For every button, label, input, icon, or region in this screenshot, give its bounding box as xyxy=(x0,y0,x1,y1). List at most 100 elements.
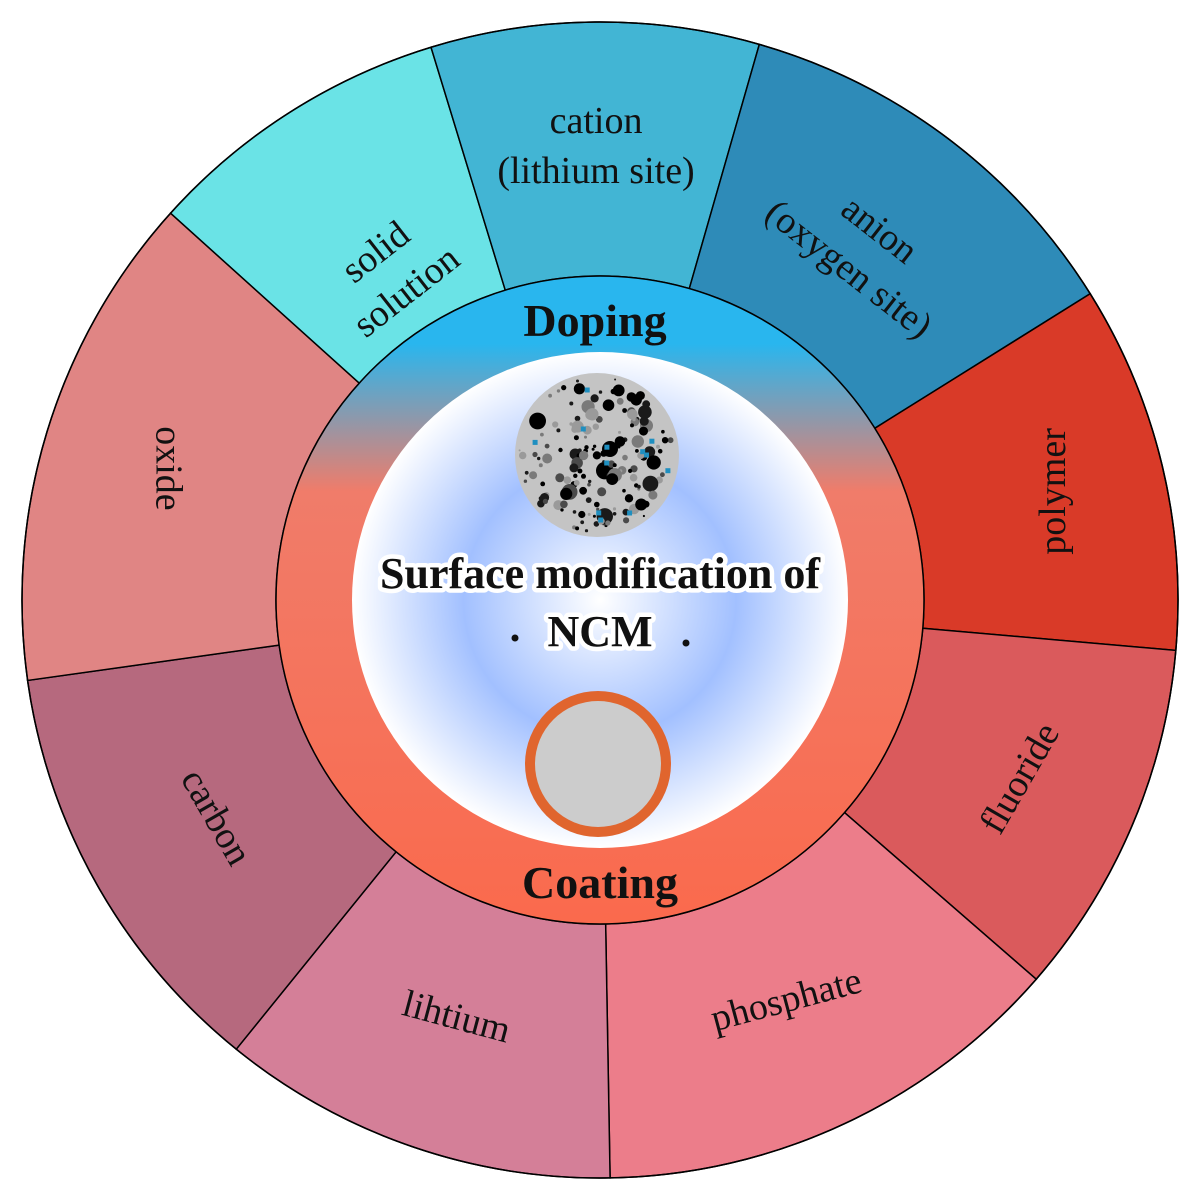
particle-dot xyxy=(631,435,644,448)
doped-particle-icon xyxy=(515,373,679,537)
particle-dot xyxy=(591,447,595,451)
particle-dot xyxy=(660,472,665,478)
particle-dot xyxy=(635,391,645,401)
particle-dot xyxy=(573,473,578,478)
particle-dot xyxy=(642,514,646,518)
particle-dot xyxy=(616,397,624,405)
dopant-dot xyxy=(596,510,602,516)
particle-dot xyxy=(592,451,602,460)
particle-dot xyxy=(628,468,633,473)
particle-dot xyxy=(542,453,553,464)
segment-label-1: cation(lithium site) xyxy=(497,100,694,192)
doped-particle-dots xyxy=(518,378,674,533)
particle-dot xyxy=(548,393,552,398)
particle-dot xyxy=(585,497,592,503)
particle-dot xyxy=(606,473,619,485)
particle-dot xyxy=(569,401,574,406)
particle-dot xyxy=(584,529,589,533)
particle-dot xyxy=(647,461,655,469)
particle-dot xyxy=(622,488,626,493)
center-title-line2: NCM xyxy=(547,607,652,656)
coating-label: Coating xyxy=(522,857,678,908)
particle-dot xyxy=(560,487,573,500)
particle-dot xyxy=(540,432,544,437)
particle-dot xyxy=(639,416,649,426)
particle-dot xyxy=(642,475,659,492)
particle-dot xyxy=(656,444,660,449)
particle-dot xyxy=(642,400,651,409)
particle-dot xyxy=(573,435,579,441)
particle-dot xyxy=(595,416,603,423)
dopant-dot xyxy=(580,426,586,432)
particle-dot xyxy=(635,498,648,511)
particle-dot xyxy=(638,405,652,419)
particle-dot xyxy=(563,476,572,485)
dopant-dot xyxy=(584,387,590,393)
particle-dot xyxy=(560,500,568,509)
particle-dot xyxy=(622,408,627,413)
particle-dot xyxy=(618,430,621,434)
particle-dot xyxy=(579,486,587,495)
particle-dot xyxy=(587,512,591,516)
particle-dot xyxy=(581,473,586,479)
particle-dot xyxy=(590,394,599,403)
particle-dot xyxy=(584,445,589,450)
particle-dot xyxy=(573,480,580,486)
particle-dot xyxy=(622,454,628,461)
particle-dot xyxy=(572,510,577,514)
particle-dot xyxy=(529,412,546,430)
dopant-dot xyxy=(644,452,649,458)
particle-dot xyxy=(612,384,625,397)
decorative-dot-left xyxy=(511,634,519,642)
particle-dot xyxy=(538,496,543,501)
particle-dot xyxy=(661,429,665,434)
particle-dot xyxy=(612,507,617,511)
particle-dot xyxy=(588,479,592,484)
segment-label-line: (lithium site) xyxy=(497,150,694,192)
particle-dot xyxy=(587,482,591,487)
particle-dot xyxy=(657,448,663,454)
particle-dot xyxy=(592,514,596,518)
dopant-dot xyxy=(665,468,671,474)
particle-dot xyxy=(569,422,573,426)
particle-dot xyxy=(635,449,639,453)
particle-dot xyxy=(544,443,550,449)
particle-dot xyxy=(524,470,529,475)
particle-dot xyxy=(578,450,589,461)
particle-dot xyxy=(573,383,586,395)
particle-dot xyxy=(602,399,615,412)
particle-dot xyxy=(612,463,617,468)
particle-dot xyxy=(537,499,545,508)
particle-dot xyxy=(614,378,617,381)
particle-dot xyxy=(597,487,607,497)
particle-dot xyxy=(537,456,541,461)
segment-label-line: polymer xyxy=(1032,428,1074,555)
particle-dot xyxy=(552,421,559,428)
particle-dot xyxy=(630,423,634,428)
particle-dot xyxy=(585,409,596,421)
particle-dot xyxy=(560,508,564,512)
particle-dot xyxy=(529,471,538,480)
dopant-dot xyxy=(532,439,538,445)
particle-dot xyxy=(577,468,583,474)
center-title-line1: Surface modification of xyxy=(380,549,821,598)
particle-dot xyxy=(575,526,580,531)
particle-dot xyxy=(598,390,603,394)
particle-dot xyxy=(623,517,630,524)
particle-dot xyxy=(569,463,579,473)
particle-dot xyxy=(594,501,600,508)
coated-particle-icon xyxy=(525,691,671,837)
particle-dot xyxy=(540,481,546,487)
particle-dot xyxy=(596,507,600,511)
particle-dot xyxy=(558,447,563,453)
particle-dot xyxy=(630,465,638,473)
particle-dot xyxy=(661,437,669,444)
particle-dot xyxy=(561,385,567,391)
particle-dot xyxy=(629,473,638,482)
particle-dot xyxy=(556,389,561,393)
particle-dot xyxy=(667,437,674,444)
particle-dot xyxy=(614,436,626,447)
particle-dot xyxy=(523,479,528,483)
particle-dot xyxy=(605,520,611,526)
segment-label-line: oxide xyxy=(148,426,190,510)
